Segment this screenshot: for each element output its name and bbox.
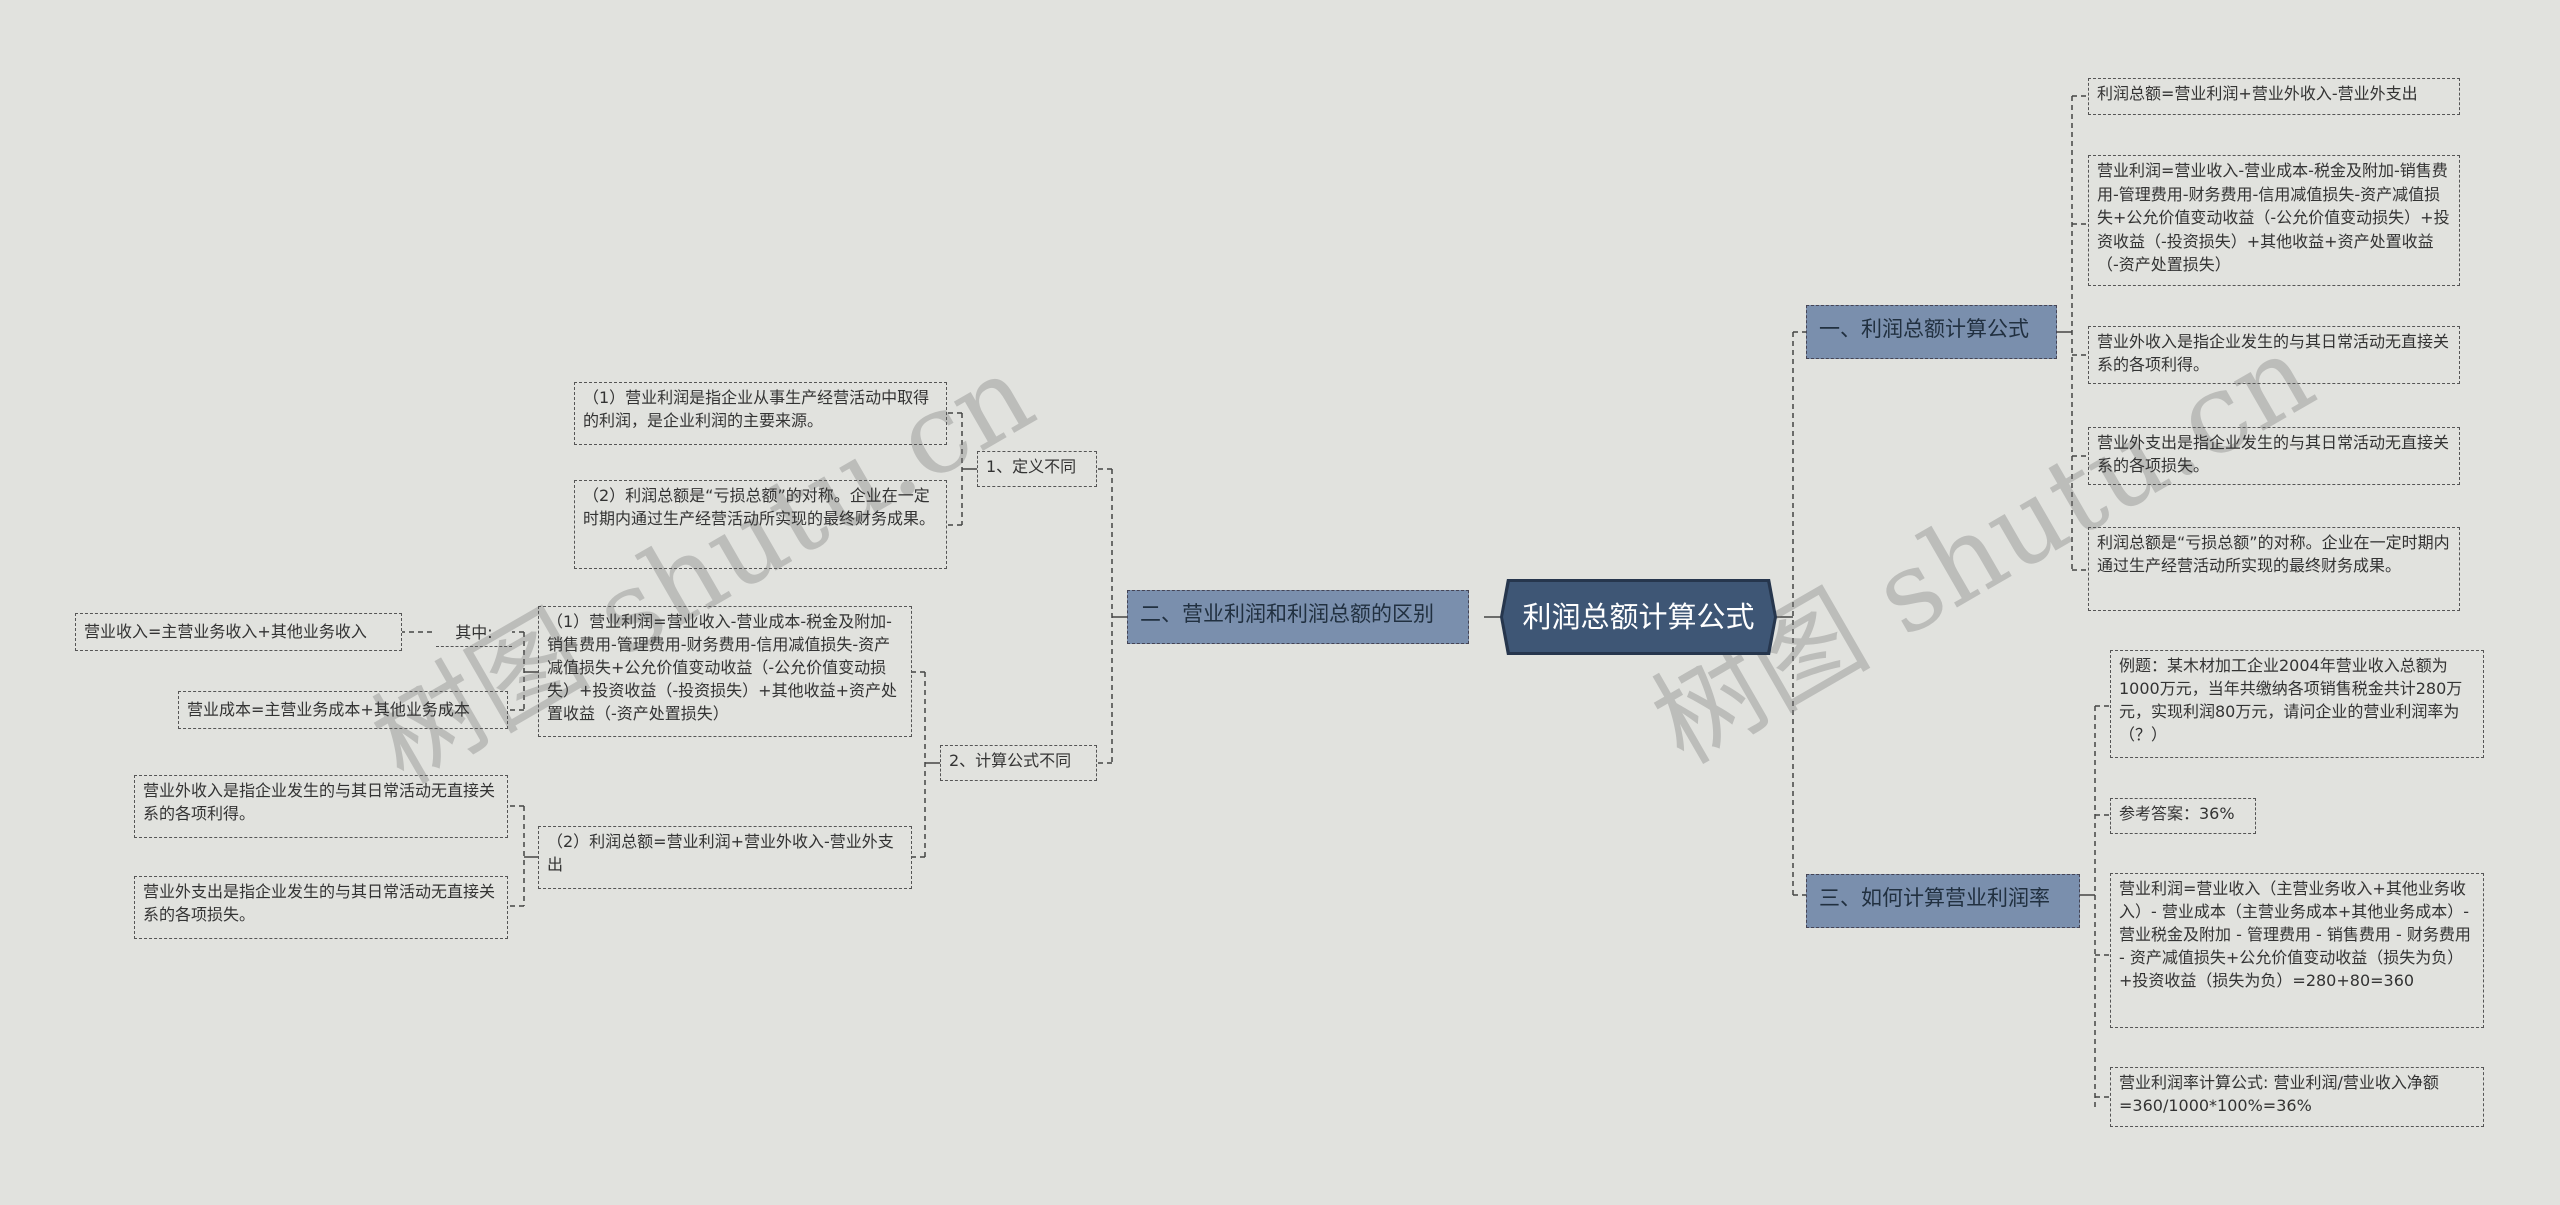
root-node[interactable]: 利润总额计算公式 bbox=[1503, 582, 1774, 652]
leaf-b1-4: 营业外支出是指企业发生的与其日常活动无直接关系的各项损失。 bbox=[2088, 427, 2460, 485]
sub-formula[interactable]: 2、计算公式不同 bbox=[940, 745, 1097, 781]
branch-profit-total-formula[interactable]: 一、利润总额计算公式 bbox=[1806, 305, 2057, 359]
leaf-formula-1: （1）营业利润=营业收入-营业成本-税金及附加-销售费用-管理费用-财务费用-信… bbox=[538, 606, 912, 737]
leaf-b1-5: 利润总额是“亏损总额”的对称。企业在一定时期内通过生产经营活动所实现的最终财务成… bbox=[2088, 527, 2460, 611]
leaf-cost: 营业成本=主营业务成本+其他业务成本 bbox=[178, 691, 508, 729]
leaf-def-1: （1）营业利润是指企业从事生产经营活动中取得的利润，是企业利润的主要来源。 bbox=[574, 382, 947, 445]
leaf-nonop-expense: 营业外支出是指企业发生的与其日常活动无直接关系的各项损失。 bbox=[134, 876, 508, 939]
leaf-b1-2: 营业利润=营业收入-营业成本-税金及附加-销售费用-管理费用-财务费用-信用减值… bbox=[2088, 155, 2460, 286]
leaf-b3-2: 参考答案：36% bbox=[2110, 798, 2256, 834]
branch-operating-margin[interactable]: 三、如何计算营业利润率 bbox=[1806, 874, 2080, 928]
leaf-b3-3: 营业利润=营业收入（主营业务收入+其他业务收入）- 营业成本（主营业务成本+其他… bbox=[2110, 873, 2484, 1028]
leaf-nonop-income: 营业外收入是指企业发生的与其日常活动无直接关系的各项利得。 bbox=[134, 775, 508, 838]
leaf-b1-1: 利润总额=营业利润+营业外收入-营业外支出 bbox=[2088, 78, 2460, 115]
label-qizhong: 其中: bbox=[436, 619, 512, 647]
leaf-revenue: 营业收入=主营业务收入+其他业务收入 bbox=[75, 613, 402, 651]
leaf-b3-1: 例题：某木材加工企业2004年营业收入总额为1000万元，当年共缴纳各项销售税金… bbox=[2110, 650, 2484, 758]
leaf-def-2: （2）利润总额是“亏损总额”的对称。企业在一定时期内通过生产经营活动所实现的最终… bbox=[574, 480, 947, 569]
leaf-b3-4: 营业利润率计算公式: 营业利润/营业收入净额=360/1000*100%=36% bbox=[2110, 1067, 2484, 1127]
leaf-b1-3: 营业外收入是指企业发生的与其日常活动无直接关系的各项利得。 bbox=[2088, 326, 2460, 384]
sub-definition[interactable]: 1、定义不同 bbox=[977, 451, 1097, 487]
branch-difference[interactable]: 二、营业利润和利润总额的区别 bbox=[1127, 590, 1469, 644]
leaf-formula-2: （2）利润总额=营业利润+营业外收入-营业外支出 bbox=[538, 826, 912, 889]
